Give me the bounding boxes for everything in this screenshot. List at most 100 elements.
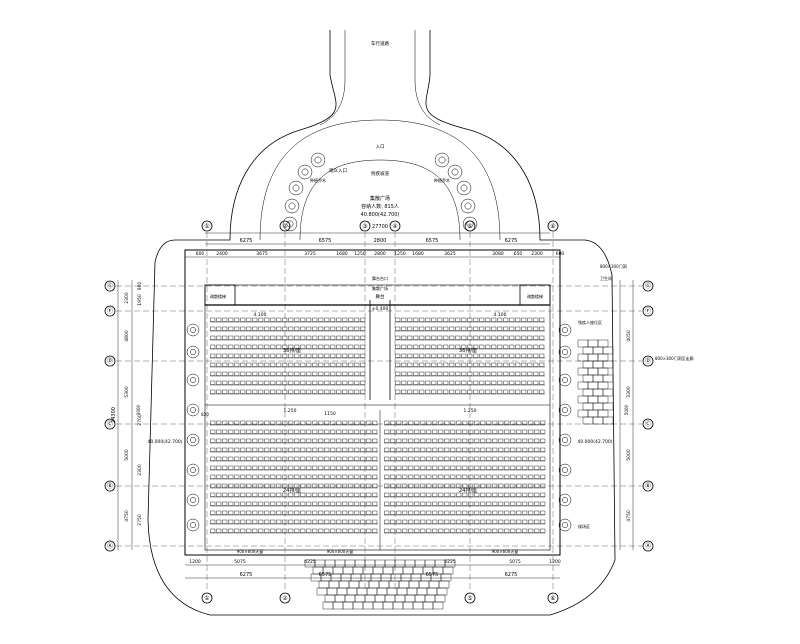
dim-row-left: 4800 <box>124 330 130 342</box>
label-left-area: 36排/座 <box>283 347 301 354</box>
seat <box>354 380 360 385</box>
seat <box>234 326 240 331</box>
seat <box>354 465 360 470</box>
seat <box>408 483 414 488</box>
brick <box>372 601 384 610</box>
seat <box>270 335 276 340</box>
brick <box>330 573 342 582</box>
seat <box>491 344 497 349</box>
seat <box>473 317 479 322</box>
seat <box>419 362 425 367</box>
seat <box>485 335 491 340</box>
seat <box>395 335 401 340</box>
seat <box>485 380 491 385</box>
seat <box>270 483 276 488</box>
seat <box>294 483 300 488</box>
seat <box>366 501 372 506</box>
seat <box>342 420 348 425</box>
seat <box>318 371 324 376</box>
seat <box>485 389 491 394</box>
dim-row-left: 1950 <box>137 294 143 306</box>
seat <box>384 420 390 425</box>
brick <box>406 587 418 596</box>
seat <box>444 474 450 479</box>
seat <box>510 447 516 452</box>
seat <box>330 465 336 470</box>
seat <box>450 447 456 452</box>
tree <box>186 518 200 532</box>
seat <box>288 335 294 340</box>
seat <box>354 492 360 497</box>
tree <box>186 403 200 417</box>
seat <box>264 429 270 434</box>
axis-bubble-right <box>642 305 654 317</box>
seat <box>528 528 534 533</box>
seat <box>467 326 473 331</box>
brick <box>410 573 422 582</box>
seat <box>395 380 401 385</box>
seat <box>407 344 413 349</box>
seat <box>252 429 258 434</box>
dim-detail-top: 3080 <box>492 251 504 257</box>
seat <box>539 380 545 385</box>
tree-core <box>451 168 459 176</box>
seat <box>270 353 276 358</box>
seat <box>443 344 449 349</box>
seat <box>306 474 312 479</box>
seat <box>324 344 330 349</box>
seat <box>384 474 390 479</box>
seat <box>222 429 228 434</box>
seat <box>252 317 258 322</box>
seat <box>455 335 461 340</box>
seat <box>432 483 438 488</box>
seat <box>456 483 462 488</box>
seat <box>324 510 330 515</box>
seat <box>348 380 354 385</box>
seat <box>443 335 449 340</box>
seat <box>522 420 528 425</box>
brick <box>432 601 444 610</box>
seat <box>497 353 503 358</box>
seat <box>252 465 258 470</box>
brick <box>428 580 440 589</box>
seat <box>264 317 270 322</box>
seat <box>492 438 498 443</box>
tree <box>434 152 450 168</box>
seat <box>533 371 539 376</box>
seat <box>444 501 450 506</box>
seat <box>246 483 252 488</box>
seat <box>318 353 324 358</box>
seat <box>456 474 462 479</box>
seat <box>533 344 539 349</box>
seat <box>312 483 318 488</box>
seat <box>252 474 258 479</box>
seat <box>396 474 402 479</box>
seat <box>498 519 504 524</box>
seat <box>401 371 407 376</box>
seat <box>395 317 401 322</box>
brick <box>328 580 340 589</box>
seat <box>455 389 461 394</box>
seat <box>222 528 228 533</box>
seat <box>282 465 288 470</box>
seat <box>419 389 425 394</box>
seat <box>222 519 228 524</box>
seat <box>420 474 426 479</box>
seat <box>216 528 222 533</box>
seat <box>396 465 402 470</box>
seat <box>402 492 408 497</box>
seat <box>497 344 503 349</box>
seat <box>342 353 348 358</box>
seat <box>467 317 473 322</box>
seat <box>366 438 372 443</box>
seat <box>426 519 432 524</box>
seat <box>396 528 402 533</box>
seat <box>372 510 378 515</box>
seat <box>240 519 246 524</box>
seat <box>510 429 516 434</box>
site-outline <box>147 30 616 616</box>
seat <box>516 492 522 497</box>
seat <box>504 447 510 452</box>
seat <box>270 362 276 367</box>
seat <box>336 335 342 340</box>
